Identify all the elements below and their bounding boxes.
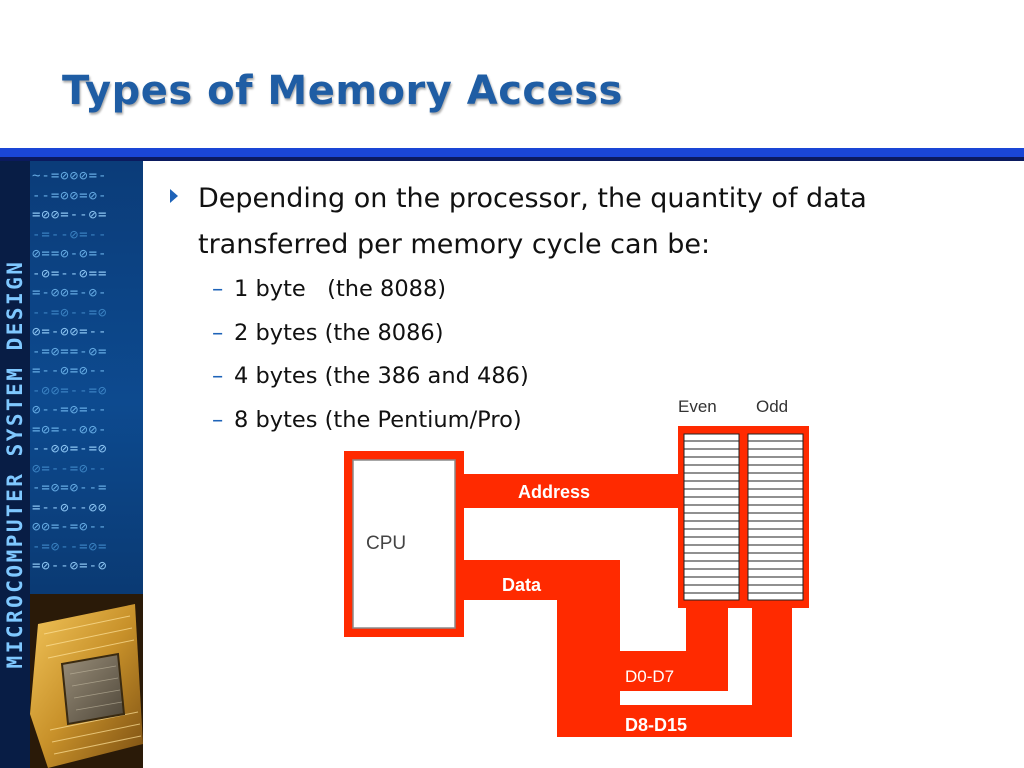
main-bullet: Depending on the processor, the quantity… [168, 176, 988, 268]
odd-memory-bank [747, 433, 804, 601]
title-rule [0, 148, 1024, 157]
dash-icon: – [212, 319, 224, 346]
sidebar-vertical-title: MICROCOMPUTER SYSTEM DESIGN [3, 259, 27, 669]
triangle-right-icon [170, 189, 178, 203]
sub-bullet-text: 1 byte (the 8088) [234, 276, 447, 302]
address-bus-label: Address [518, 482, 590, 502]
even-bank-connector [686, 606, 728, 651]
sub-bullet-item: –8 bytes (the Pentium/Pro) [212, 399, 988, 443]
sidebar-banner: MICROCOMPUTER SYSTEM DESIGN ~-=⊘⊘⊘=- --=… [0, 161, 143, 768]
sub-bullet-list: –1 byte (the 8088) –2 bytes (the 8086) –… [212, 268, 988, 442]
memory-cell-lines [684, 440, 803, 594]
processor-chip-icon [30, 594, 143, 768]
cpu-label: CPU [366, 533, 406, 554]
sidebar-text-band: MICROCOMPUTER SYSTEM DESIGN [0, 161, 30, 768]
memory-bank-frame [678, 426, 809, 608]
high-data-bus [557, 705, 792, 737]
title-rule-shadow [0, 157, 1024, 161]
low-bus-label: D0-D7 [625, 667, 674, 686]
even-memory-bank [683, 433, 740, 601]
sub-bullet-text: 8 bytes (the Pentium/Pro) [234, 406, 522, 433]
odd-bank-connector [752, 606, 792, 705]
address-bus [462, 474, 682, 508]
cpu-box [352, 459, 456, 629]
data-bus-label: Data [502, 575, 542, 595]
dash-icon: – [212, 276, 224, 302]
sub-bullet-item: –4 bytes (the 386 and 486) [212, 355, 988, 399]
dash-icon: – [212, 406, 224, 433]
low-data-bus [557, 600, 620, 736]
sub-bullet-text: 4 bytes (the 386 and 486) [234, 363, 529, 389]
circuit-pattern-icon: ~-=⊘⊘⊘=- --=⊘⊘=⊘- =⊘⊘=--⊘= -=--⊘=-- ⊘==⊘… [32, 168, 108, 574]
sub-bullet-text: 2 bytes (the 8086) [234, 319, 444, 346]
sub-bullet-item: –2 bytes (the 8086) [212, 312, 988, 356]
sub-bullet-item: –1 byte (the 8088) [212, 268, 988, 312]
low-data-bus-horizontal [557, 651, 728, 691]
high-bus-label: D8-D15 [625, 715, 687, 735]
dash-icon: – [212, 363, 224, 389]
slide-title: Types of Memory Access [62, 68, 623, 114]
bullet-list: Depending on the processor, the quantity… [168, 176, 988, 442]
cpu-box-outline [344, 451, 464, 637]
main-bullet-text: Depending on the processor, the quantity… [198, 183, 867, 260]
data-bus [462, 560, 620, 651]
